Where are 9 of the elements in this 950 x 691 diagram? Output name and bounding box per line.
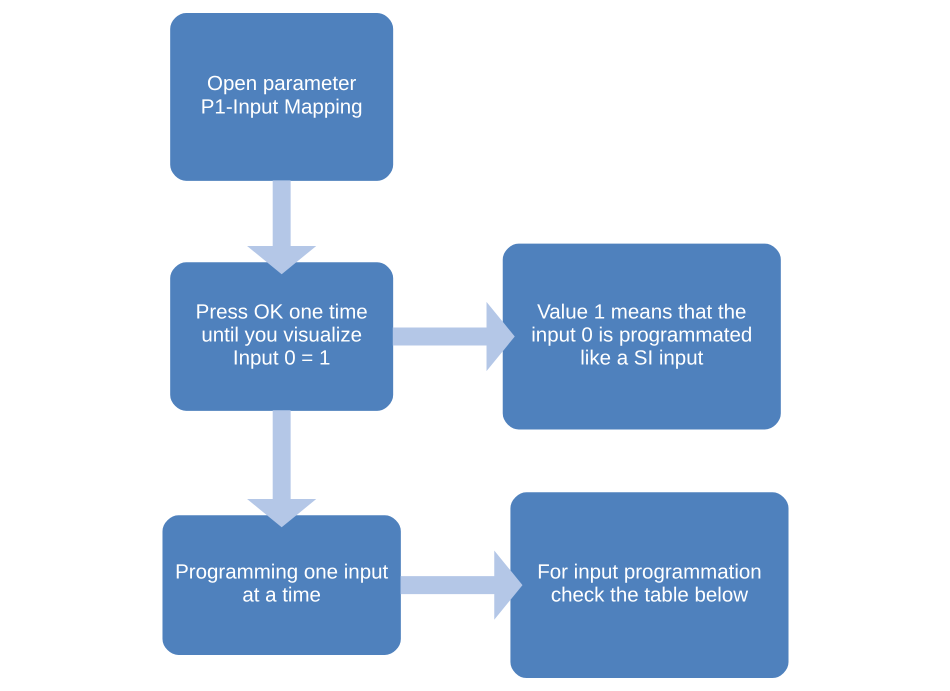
node-box: Press OK one time until you visualize Input 0 = 1 [170, 262, 393, 411]
arrow [246, 180, 316, 274]
arrow [392, 302, 514, 372]
node-box: Open parameter P1-Input Mapping [170, 12, 393, 181]
arrow [246, 410, 316, 528]
arrow [400, 550, 522, 620]
node-box: For input programmation check the table below [510, 492, 788, 678]
node-box: Value 1 means that the input 0 is programmated like a SI input [502, 244, 780, 430]
node-box: Programming one input at a time [162, 515, 400, 655]
